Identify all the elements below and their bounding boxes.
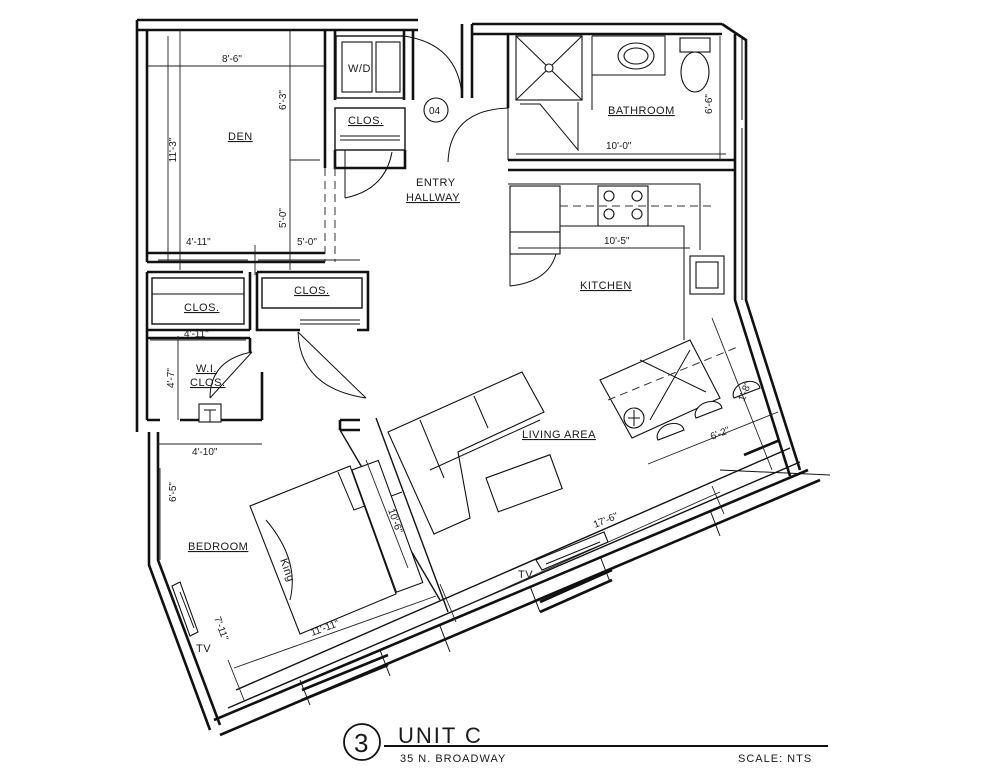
bathroom-height-dimension: 6'-6" bbox=[704, 94, 715, 114]
closet-label: CLOS. bbox=[348, 115, 384, 127]
address: 35 N. BROADWAY bbox=[400, 753, 506, 765]
drawing-number: 3 bbox=[354, 728, 368, 758]
bedroom-height-upper-dimension: 6'-5" bbox=[168, 482, 179, 502]
wi-closet-label-line1: W.I. bbox=[196, 363, 217, 375]
bedroom: King 4'-10" 6'-5" 10'-6" 7'-11" 11'-11" … bbox=[158, 418, 441, 701]
entry-label-line2: HALLWAY bbox=[406, 192, 460, 204]
unit-title: UNIT C bbox=[398, 723, 483, 748]
den-width-dimension: 8'-6" bbox=[222, 54, 242, 65]
bathroom-width-dimension: 10'-0" bbox=[606, 141, 632, 152]
tv-bedroom-label: TV bbox=[196, 643, 211, 655]
door-tag-04 bbox=[423, 97, 449, 123]
bedroom-lower-left-dimension: 7'-11" bbox=[211, 615, 230, 642]
wi-closet-width-dimension: 4'-11" bbox=[184, 329, 209, 340]
toilet-bowl bbox=[680, 51, 710, 93]
entry-hallway: ENTRY HALLWAY bbox=[406, 24, 509, 204]
island-width-dimension: 6'-2" bbox=[709, 425, 732, 443]
kitchen-label: KITCHEN bbox=[580, 280, 632, 292]
walk-in-closet: 4'-11" 4'-7" W.I. CLOS. bbox=[147, 329, 264, 423]
closet-right-width-dimension: 5'-0" bbox=[297, 237, 317, 248]
refrigerator bbox=[509, 185, 561, 233]
stool-3 bbox=[732, 380, 761, 399]
drawing-number-circle bbox=[343, 723, 381, 761]
stool-2 bbox=[694, 400, 723, 419]
hall-closets: CLOS. CLOS. 4'-11" 5'-0" bbox=[147, 237, 370, 399]
den-label: DEN bbox=[228, 131, 253, 143]
wi-closet-height-dimension: 4'-7" bbox=[166, 368, 177, 388]
kitchen-width-dimension: 10'-5" bbox=[604, 236, 630, 247]
bedroom-width-top-dimension: 4'-10" bbox=[192, 447, 218, 458]
closet-hall-label: CLOS. bbox=[294, 285, 330, 297]
closet-den-label: CLOS. bbox=[184, 302, 220, 314]
title-block: 3 UNIT C 35 N. BROADWAY SCALE: NTS bbox=[343, 723, 828, 765]
dresser bbox=[351, 459, 424, 593]
closet-left-width-dimension: 4'-11" bbox=[186, 237, 211, 248]
wi-closet-label-line2: CLOS. bbox=[190, 377, 226, 389]
kitchen-island: 6'-2" 1'-8" bbox=[599, 317, 779, 471]
exterior-walls bbox=[135, 18, 831, 737]
living-area: 17'-6" TV LIVING AREA bbox=[375, 371, 725, 623]
entry-label-line1: ENTRY bbox=[416, 177, 456, 189]
tv-living bbox=[535, 531, 609, 571]
den-right-upper-dimension: 6'-3" bbox=[278, 90, 289, 110]
living-area-label: LIVING AREA bbox=[522, 429, 596, 441]
stool-1 bbox=[656, 422, 685, 441]
kitchen: 10'-5" KITCHEN bbox=[508, 183, 725, 340]
scale-note: SCALE: NTS bbox=[738, 753, 812, 765]
den: 8'-6" 11'-3" 6'-3" 5'-0" DEN bbox=[147, 30, 407, 275]
door-tag-label: 04 bbox=[429, 106, 441, 117]
washer-dryer bbox=[341, 41, 373, 93]
bathroom: 10'-0" 6'-6" BATHROOM bbox=[506, 34, 735, 172]
tv-living-label: TV bbox=[518, 569, 533, 581]
washer-dryer-label: W/D bbox=[348, 63, 371, 75]
den-height-dimension: 11'-3" bbox=[168, 137, 179, 162]
bedroom-label: BEDROOM bbox=[188, 541, 248, 553]
coffee-table bbox=[485, 454, 563, 513]
sofa bbox=[387, 371, 545, 535]
bathroom-label: BATHROOM bbox=[608, 105, 675, 117]
toilet-tank bbox=[679, 37, 711, 53]
laundry-closet: W/D 04 CLOS. bbox=[334, 30, 463, 199]
den-right-lower-dimension: 5'-0" bbox=[278, 208, 289, 228]
